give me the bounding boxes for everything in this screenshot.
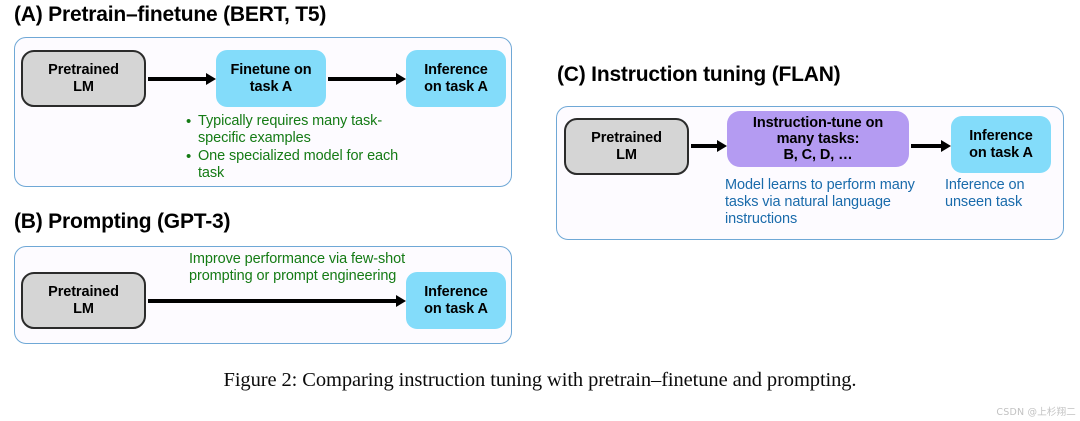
panel-c-annotation-right: Inference on unseen task: [945, 177, 1025, 211]
arrow-shaft: [911, 144, 942, 148]
arrow-shaft: [148, 299, 397, 303]
bullet-dot-icon: •: [186, 113, 192, 130]
watermark-label: CSDN @上杉翔二: [996, 407, 1076, 418]
list-item: • Typically requires many task-specific …: [186, 113, 406, 147]
arrow-head-icon: [206, 73, 216, 85]
arrow-shaft: [328, 77, 397, 81]
arrow-head-icon: [396, 73, 406, 85]
figure-caption: Figure 2: Comparing instruction tuning w…: [223, 369, 857, 391]
arrow-head-icon: [396, 295, 406, 307]
panel-c-annotation-left: Model learns to perform many tasks via n…: [725, 177, 915, 228]
arrow-shaft: [691, 144, 718, 148]
panel-b-annotation: Improve performance via few-shot prompti…: [189, 251, 405, 285]
list-item: • One specialized model for each task: [186, 148, 406, 182]
panel-a-heading: (A) Pretrain–finetune (BERT, T5): [14, 3, 327, 26]
bullet-dot-icon: •: [186, 148, 192, 166]
list-item-label: One specialized model for each task: [198, 148, 399, 182]
list-item-label: Typically requires many task-specific ex…: [198, 113, 383, 147]
arrow-head-icon: [717, 140, 727, 152]
panel-b-heading: (B) Prompting (GPT-3): [14, 210, 231, 233]
panel-c-heading: (C) Instruction tuning (FLAN): [557, 63, 841, 86]
arrow-head-icon: [941, 140, 951, 152]
arrow-shaft: [148, 77, 207, 81]
panel-a-bullet-list: • Typically requires many task-specific …: [186, 113, 406, 183]
